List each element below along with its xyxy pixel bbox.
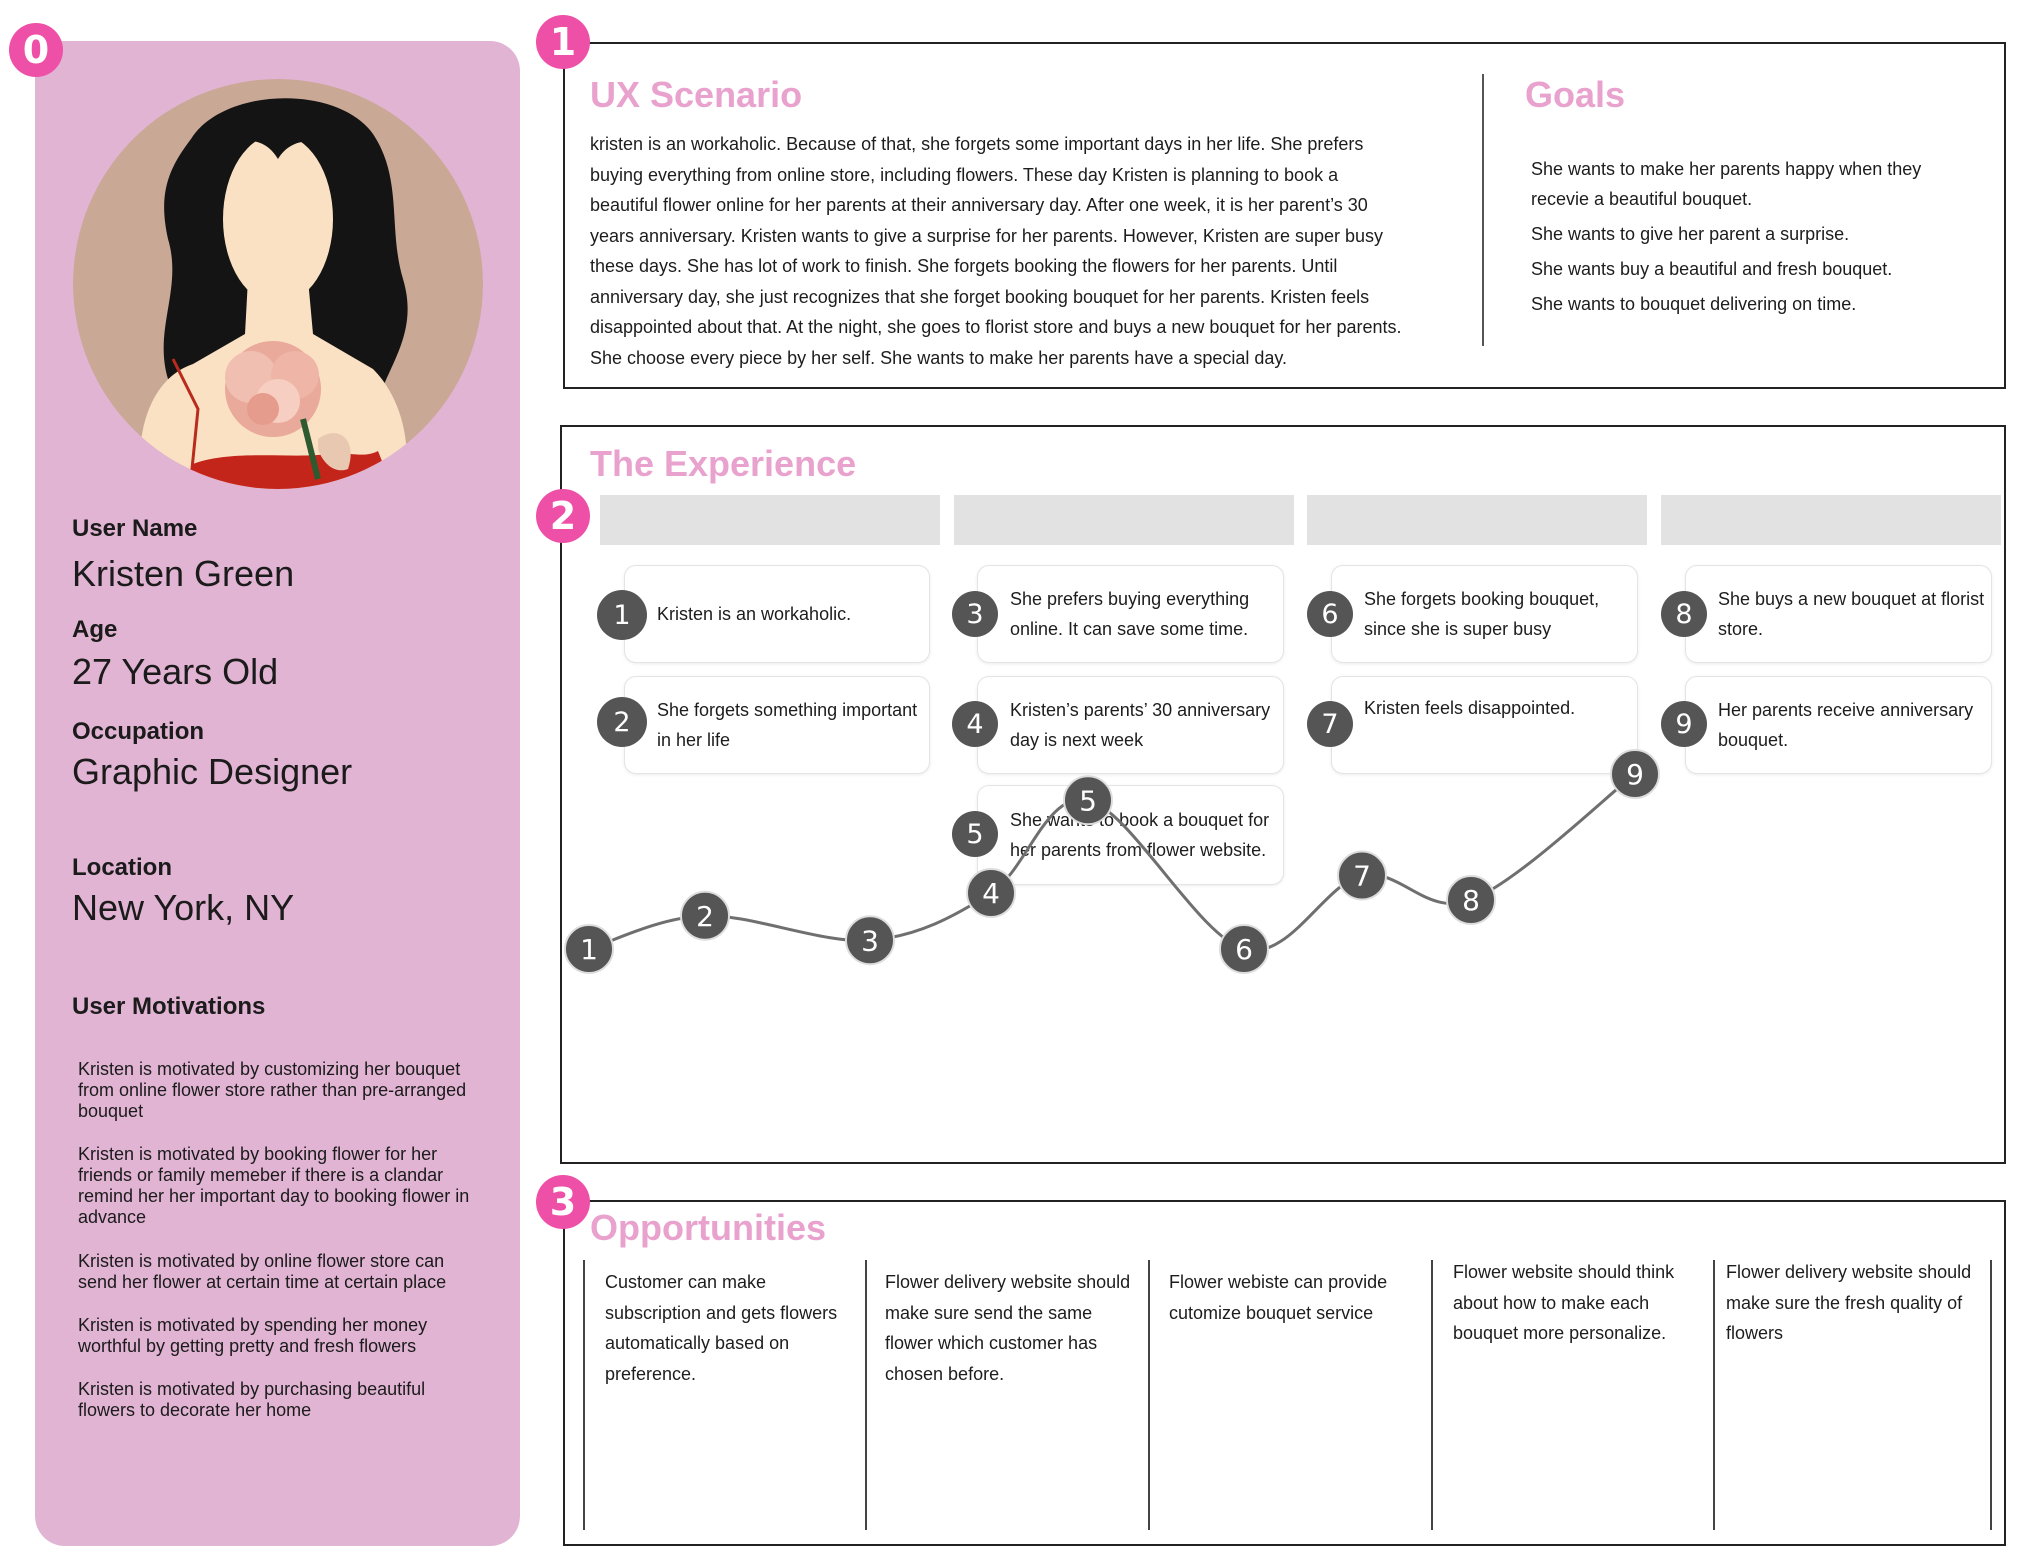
age-value: 27 Years Old [72,651,279,692]
step-number-5: 5 [952,811,998,857]
svg-text:4: 4 [982,877,1000,910]
svg-text:7: 7 [1353,860,1371,893]
motivation-item: Kristen is motivated by customizing her … [78,1059,467,1121]
step-text: Kristen feels disappointed. [1364,698,1576,718]
step-number-9: 9 [1661,701,1707,747]
ux-scenario-text: kristen is an workaholic. Because of tha… [590,134,1402,368]
step-number-6: 6 [1307,591,1353,637]
svg-text:9: 9 [1626,758,1644,791]
emotion-point-1: 1 [564,924,614,974]
step-text: She forgets something important in her l… [657,700,918,750]
opportunity-item: Flower delivery website should make sure… [1726,1262,1972,1343]
occupation-label: Occupation [72,718,205,745]
step-card-4: Kristen’s parents’ 30 anniversary day is… [977,676,1284,774]
svg-text:8: 8 [1462,884,1480,917]
section-badge-scenario: 1 [536,15,590,69]
step-text: She prefers buying everything online. It… [1010,589,1250,639]
step-text: She buys a new bouquet at florist store. [1718,589,1985,639]
emotion-journey-curve: 1 2 3 4 5 6 7 8 9 [564,749,1660,974]
goal-item: She wants to give her parent a surprise. [1531,224,1850,244]
stage-header [1307,495,1647,545]
goals-list: She wants to make her parents happy when… [1531,154,1951,324]
location-label: Location [72,854,172,881]
svg-text:3: 3 [861,924,879,957]
ux-scenario-box: UX Scenario kristen is an workaholic. Be… [563,42,2006,389]
emotion-point-2: 2 [680,890,730,941]
step-card-3: She prefers buying everything online. It… [977,565,1284,663]
step-number-8: 8 [1661,591,1707,637]
scenario-goals-divider [1482,74,1484,346]
user-motivations-label: User Motivations [72,993,266,1020]
emotion-point-4: 4 [966,868,1016,918]
step-card-2: She forgets something important in her l… [624,676,930,774]
step-number-1: 1 [597,590,647,640]
svg-text:5: 5 [1079,784,1097,817]
step-number-2: 2 [597,697,647,747]
opportunities-title: Opportunities [590,1207,826,1248]
step-card-9: Her parents receive anniversary bouquet. [1685,676,1992,774]
step-text: Kristen is an workaholic. [657,604,852,624]
emotion-point-8: 8 [1446,875,1496,925]
step-text: Kristen’s parents’ 30 anniversary day is… [1010,700,1271,750]
goal-item: She wants buy a beautiful and fresh bouq… [1531,259,1893,279]
section-badge-experience: 2 [536,489,590,543]
goal-item: She wants to make her parents happy when… [1531,159,1922,209]
persona-panel: User Name Kristen Green Age 27 Years Old… [35,41,520,1546]
section-badge-persona: 0 [9,23,63,77]
section-badge-opportunities: 3 [536,1175,590,1229]
ux-scenario-title: UX Scenario [590,74,803,115]
step-card-6: She forgets booking bouquet, since she i… [1331,565,1638,663]
opportunity-item: Flower delivery website should make sure… [885,1272,1131,1384]
age-label: Age [72,616,118,643]
occupation-value: Graphic Designer [72,751,353,792]
experience-box: The Experience Kristen is an workaholic.… [560,425,2006,1164]
step-number-7: 7 [1307,701,1353,747]
stage-header [1661,495,2001,545]
goals-title: Goals [1525,74,1626,115]
user-name-label: User Name [72,515,198,542]
location-value: New York, NY [72,887,295,928]
step-card-1: Kristen is an workaholic. [624,565,930,663]
step-text: She forgets booking bouquet, since she i… [1364,589,1600,639]
woman-with-peony-illustration [73,79,483,489]
column-divider [865,1260,867,1530]
step-number-3: 3 [952,591,998,637]
opportunity-item: Flower webiste can provide cutomize bouq… [1169,1272,1388,1323]
emotion-point-3: 3 [845,915,895,966]
motivation-item: Kristen is motivated by spending her mon… [78,1315,428,1356]
stage-header [954,495,1294,545]
opportunity-item: Flower website should think about how to… [1453,1262,1675,1343]
step-number-4: 4 [952,701,998,747]
emotion-point-6: 6 [1219,924,1269,974]
experience-title: The Experience [590,443,857,484]
svg-text:1: 1 [580,933,598,966]
column-divider [1990,1260,1992,1530]
column-divider [583,1260,585,1530]
svg-text:6: 6 [1235,933,1253,966]
emotion-point-5: 5 [1063,775,1113,826]
motivation-item: Kristen is motivated by online flower st… [78,1251,447,1292]
column-divider [1431,1260,1433,1530]
step-card-7: Kristen feels disappointed. [1331,676,1638,774]
motivation-item: Kristen is motivated by purchasing beaut… [78,1379,426,1420]
svg-text:2: 2 [696,900,714,933]
opportunity-item: Customer can make subscription and gets … [605,1272,838,1384]
user-name-value: Kristen Green [72,553,295,594]
column-divider [1713,1260,1715,1530]
step-text: Her parents receive anniversary bouquet. [1718,700,1974,750]
column-divider [1148,1260,1150,1530]
opportunities-box: Opportunities Customer can make subscrip… [563,1200,2006,1546]
emotion-point-9: 9 [1610,749,1660,799]
emotion-point-7: 7 [1337,850,1387,901]
motivation-item: Kristen is motivated by booking flower f… [78,1144,470,1227]
step-card-8: She buys a new bouquet at florist store. [1685,565,1992,663]
stage-header [600,495,940,545]
goal-item: She wants to bouquet delivering on time. [1531,294,1857,314]
